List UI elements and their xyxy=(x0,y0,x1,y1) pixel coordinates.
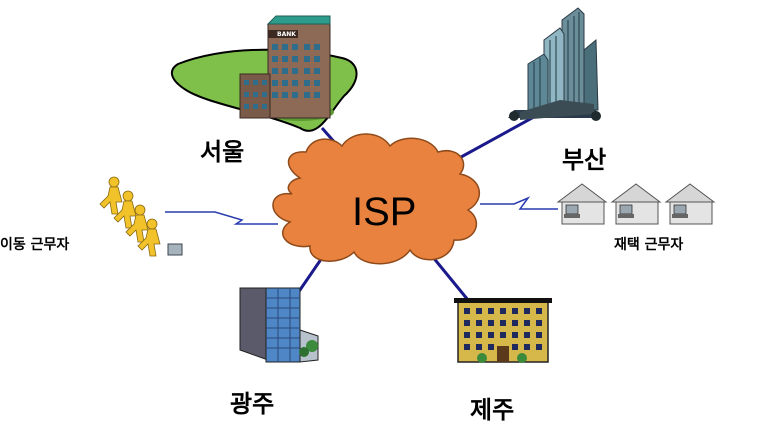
seoul-label: 서울 xyxy=(200,138,245,166)
remote-workers-label: 재택 근무자 xyxy=(614,237,684,253)
jeju-label: 제주 xyxy=(470,396,515,424)
busan-label: 부산 xyxy=(562,146,607,174)
busan-site xyxy=(508,7,601,121)
gwangju-site xyxy=(239,287,319,363)
remote-houses xyxy=(556,183,716,225)
gwangju-label: 광주 xyxy=(230,390,275,418)
busan-tower-main xyxy=(561,7,585,109)
wan-link-mobile xyxy=(165,211,278,225)
mobile-workers xyxy=(99,176,183,257)
wan-link-remote xyxy=(480,196,558,210)
mobile-workers-label: 이동 근무자 xyxy=(0,237,70,253)
jeju-site xyxy=(454,298,552,363)
bank-sign: BANK xyxy=(277,31,296,38)
isp-label: ISP xyxy=(352,190,417,234)
isp-cloud xyxy=(272,133,481,265)
briefcase-icon xyxy=(167,243,183,256)
house-icon xyxy=(556,183,608,225)
house-icon xyxy=(610,183,662,225)
gwangju-tower xyxy=(265,287,301,363)
seoul-site: BANK xyxy=(170,15,358,132)
house-icon xyxy=(664,183,716,225)
